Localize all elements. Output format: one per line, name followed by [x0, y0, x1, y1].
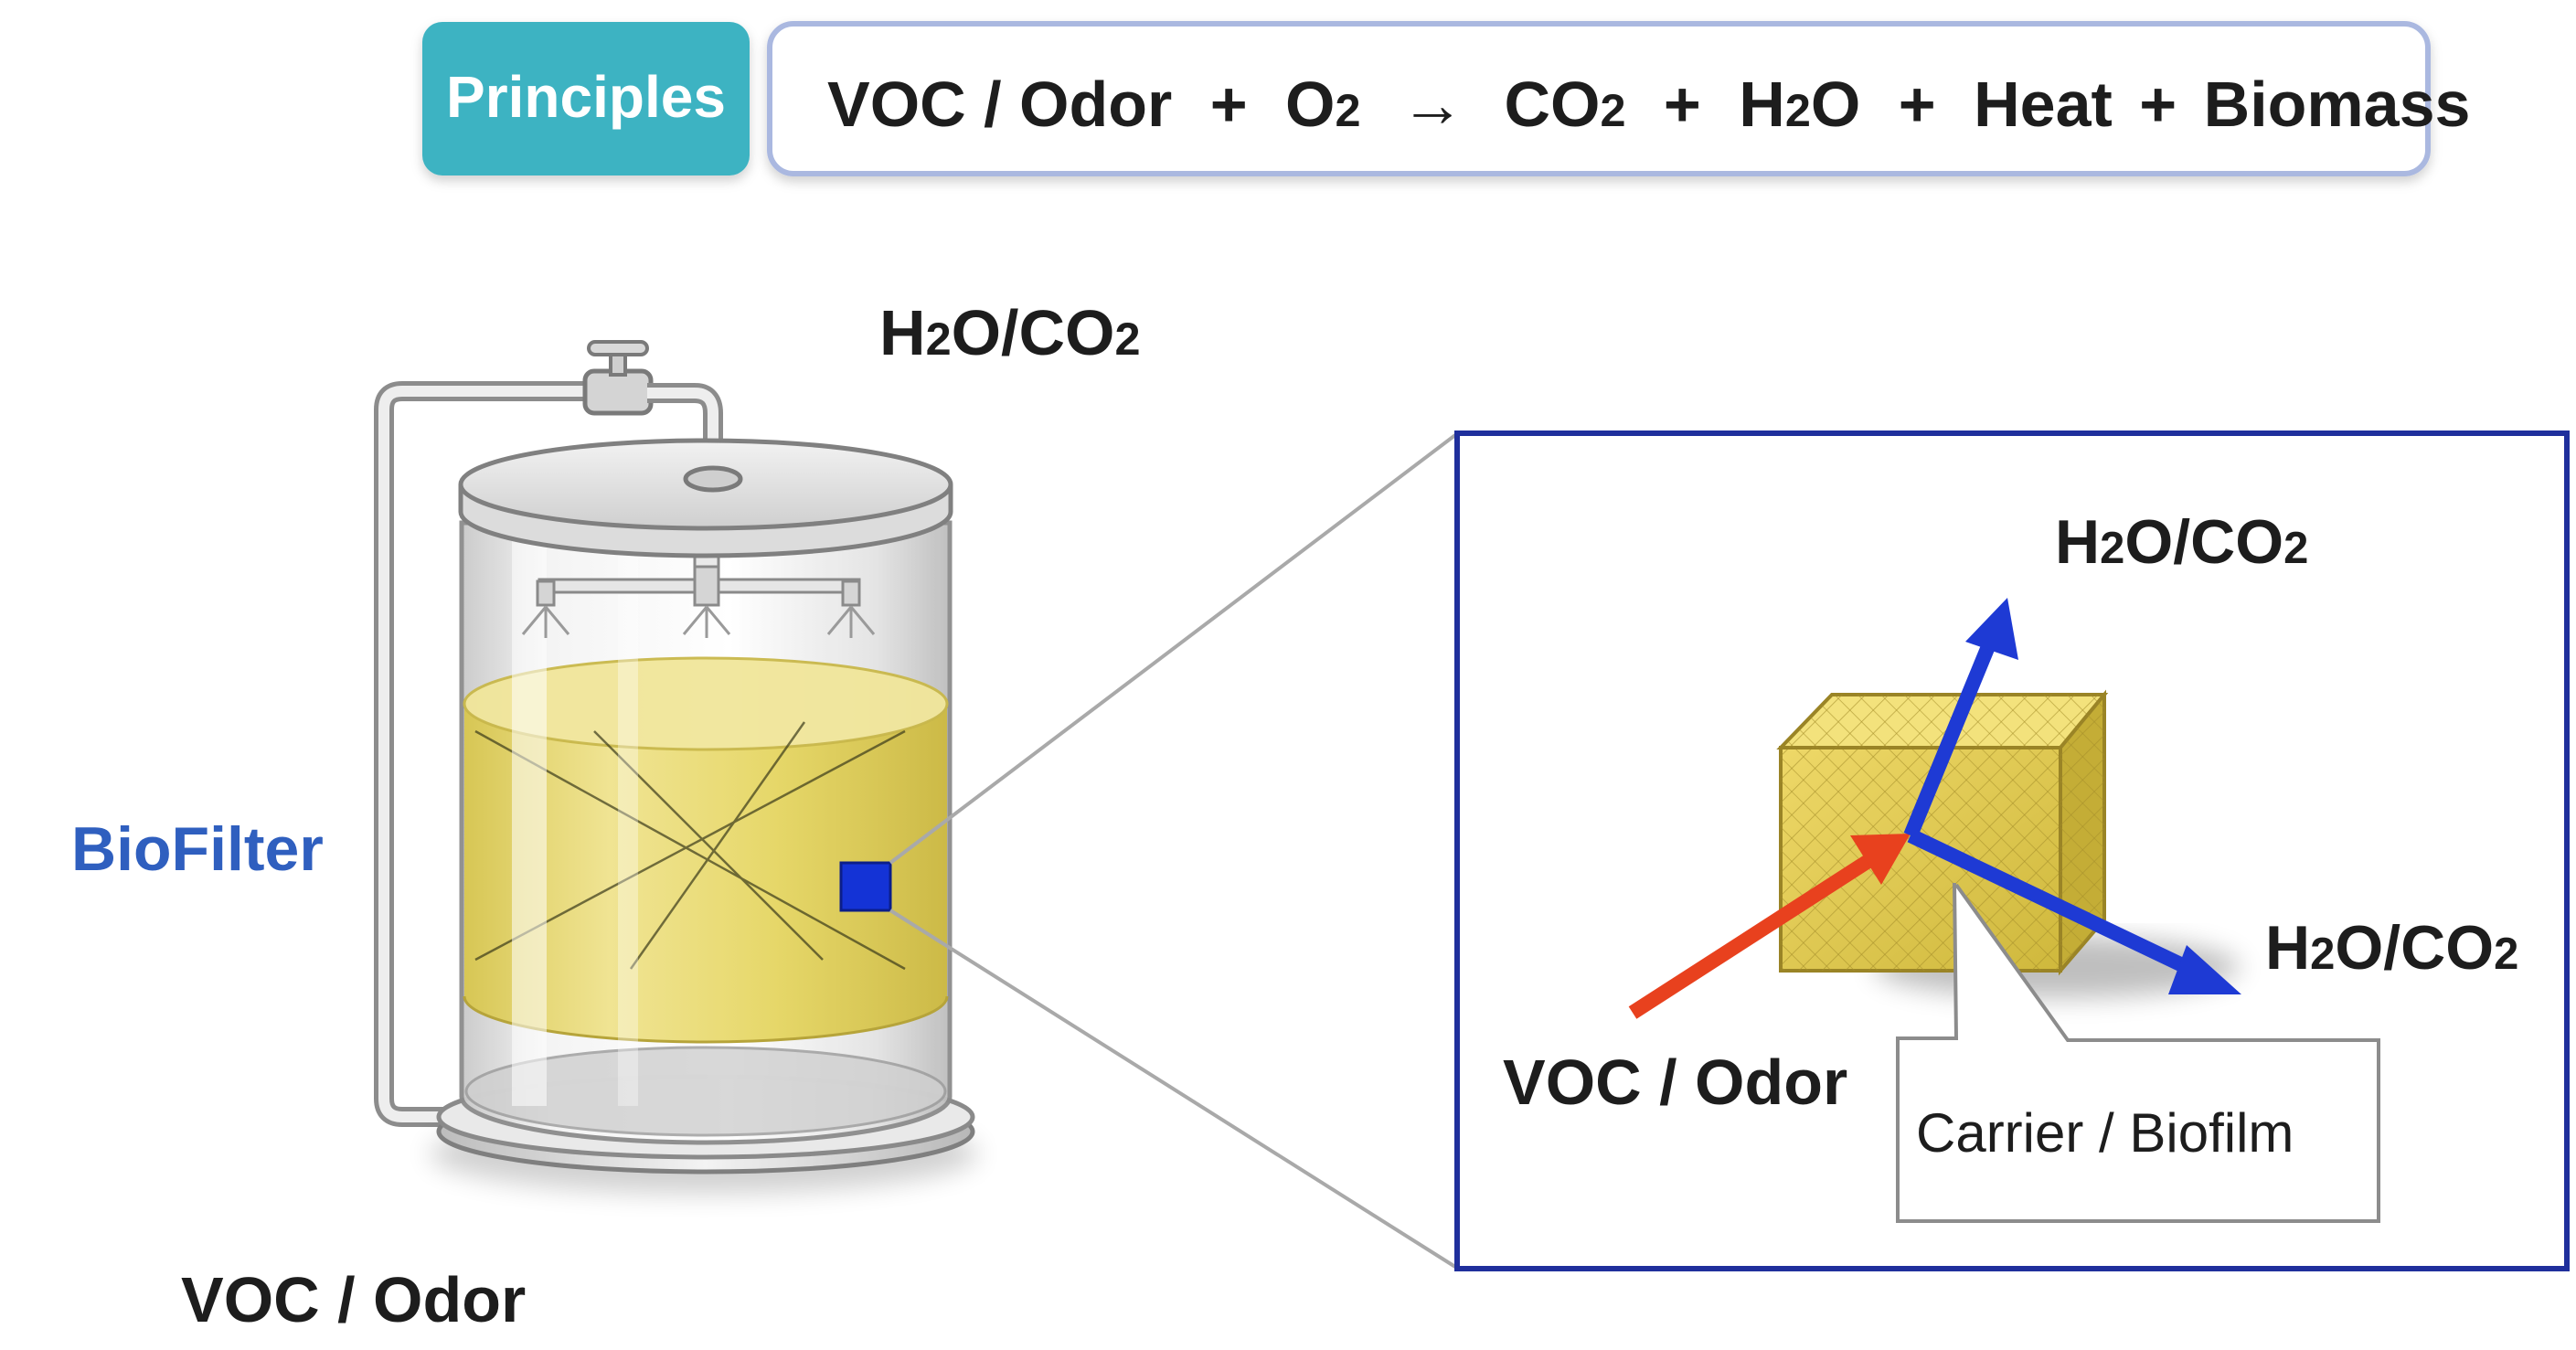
spray-nozzle-icon [521, 514, 876, 638]
reaction-equation: VOC / Odor + O2 → CO2 + H2O + Heat + Bio… [827, 69, 2470, 140]
reaction-arrows [1628, 598, 2241, 1019]
outlet-gas-label: H2O/CO2 [879, 297, 1141, 368]
voc-odor-inlet-label: VOC / Odor [181, 1264, 526, 1335]
carrier-biofilm-label: Carrier / Biofilm [1916, 1102, 2294, 1164]
inset-outlet-top-label: H2O/CO2 [2055, 507, 2308, 577]
header: Principles VOC / Odor + O2 → CO2 + H2O +… [422, 21, 2470, 176]
principles-badge-label: Principles [446, 64, 726, 130]
inset-voc-odor-label: VOC / Odor [1503, 1047, 1847, 1118]
sample-marker [839, 861, 892, 912]
biofilter-tank [374, 340, 978, 1194]
carrier-biofilm-callout: Carrier / Biofilm [1896, 882, 2380, 1223]
inset-outlet-right-label: H2O/CO2 [2265, 913, 2518, 983]
zoom-lines [889, 433, 1457, 1269]
inset-panel: H2O/CO2 H2O/CO2 VOC / Odor [1454, 431, 2570, 1271]
packing-lines [474, 721, 906, 971]
principles-badge [422, 22, 750, 175]
equation-box [767, 21, 2431, 176]
carrier-cube [1776, 689, 2109, 976]
biofilter-label: BioFilter [71, 814, 324, 884]
